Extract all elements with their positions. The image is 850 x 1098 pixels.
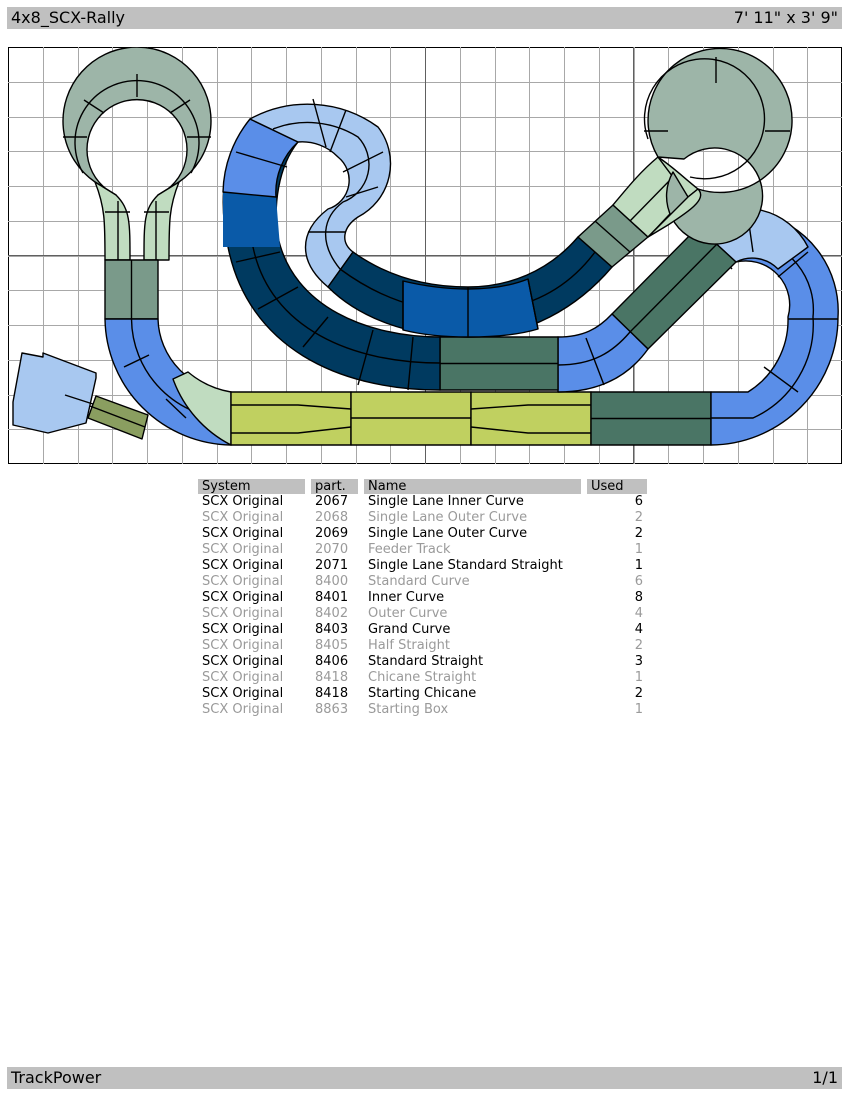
cell-name: Starting Chicane (368, 686, 477, 701)
cell-part: 8418 (315, 670, 349, 685)
cell-system: SCX Original (202, 510, 284, 525)
column-header-name: Name (364, 479, 581, 494)
table-row: SCX Original 8403 Grand Curve 4 (198, 622, 647, 638)
cell-system: SCX Original (202, 638, 284, 653)
cell-part: 2067 (315, 494, 349, 509)
cell-name: Single Lane Outer Curve (368, 526, 528, 541)
cell-system: SCX Original (202, 590, 284, 605)
cell-system: SCX Original (202, 526, 284, 541)
inner-hairpin (249, 98, 392, 288)
cell-part: 2069 (315, 526, 349, 541)
table-row: SCX Original 2067 Single Lane Inner Curve 6 (198, 494, 647, 510)
page-number: 1/1 (812, 1068, 838, 1087)
cell-used: 8 (634, 590, 643, 605)
cell-system: SCX Original (202, 622, 284, 637)
cell-system: SCX Original (202, 670, 284, 685)
cell-name: Inner Curve (368, 590, 445, 605)
cell-used: 6 (634, 574, 643, 589)
cell-used: 1 (634, 670, 643, 685)
big-s-curve (222, 118, 441, 391)
cell-part: 8863 (315, 702, 349, 717)
cell-used: 4 (634, 622, 643, 637)
track-pieces (12, 47, 839, 446)
table-row: SCX Original 8401 Inner Curve 8 (198, 590, 647, 606)
cell-used: 1 (634, 702, 643, 717)
table-row: SCX Original 8405 Half Straight 2 (198, 638, 647, 654)
layout-size: 7' 11" x 3' 9" (733, 8, 838, 27)
upper-diagonal (577, 156, 699, 268)
cell-part: 8418 (315, 686, 349, 701)
starting-box (12, 352, 149, 440)
cell-system: SCX Original (202, 654, 284, 669)
cell-name: Starting Box (368, 702, 449, 717)
middle-straight (439, 336, 559, 391)
left-down-straight (104, 259, 159, 320)
layout-title: 4x8_SCX-Rally (11, 8, 126, 27)
cell-system: SCX Original (202, 702, 284, 717)
parts-list-header: System part. Name Used (198, 479, 647, 494)
track-layout-plan (8, 47, 842, 464)
cell-part: 2068 (315, 510, 349, 525)
left-loop (62, 47, 212, 261)
cell-system: SCX Original (202, 686, 284, 701)
left-lower-curve (104, 318, 232, 446)
cell-used: 2 (634, 686, 643, 701)
cell-part: 8405 (315, 638, 349, 653)
cell-used: 3 (634, 654, 643, 669)
footer-bar: TrackPower 1/1 (7, 1067, 842, 1089)
cell-name: Outer Curve (368, 606, 448, 621)
cell-part: 8400 (315, 574, 349, 589)
cell-used: 2 (634, 638, 643, 653)
bottom-chicane (230, 391, 592, 446)
column-header-system: System (198, 479, 305, 494)
cell-part: 8406 (315, 654, 349, 669)
cell-name: Single Lane Inner Curve (368, 494, 524, 509)
column-header-part: part. (311, 479, 358, 494)
table-row: SCX Original 2071 Single Lane Standard Str… (198, 558, 647, 574)
cell-system: SCX Original (202, 494, 284, 509)
table-row: SCX Original 2070 Feeder Track 1 (198, 542, 647, 558)
table-row: SCX Original 8402 Outer Curve 4 (198, 606, 647, 622)
cell-used: 2 (634, 526, 643, 541)
cell-name: Single Lane Outer Curve (368, 510, 528, 525)
cell-system: SCX Original (202, 542, 284, 557)
cell-name: Chicane Straight (368, 670, 477, 685)
cell-part: 2070 (315, 542, 349, 557)
bottom-straight (590, 391, 712, 446)
cell-system: SCX Original (202, 574, 284, 589)
cell-part: 2071 (315, 558, 349, 573)
cell-system: SCX Original (202, 606, 284, 621)
cell-used: 1 (634, 542, 643, 557)
table-row: SCX Original 8400 Standard Curve 6 (198, 574, 647, 590)
cell-part: 8402 (315, 606, 349, 621)
parts-list-body: SCX Original 2067 Single Lane Inner Curve 6… (198, 494, 647, 718)
cell-used: 2 (634, 510, 643, 525)
cell-name: Standard Curve (368, 574, 470, 589)
upper-arc (327, 236, 613, 338)
right-loop (643, 47, 793, 245)
right-diagonal (557, 226, 737, 393)
table-row: SCX Original 2069 Single Lane Outer Curve 2 (198, 526, 647, 542)
table-row: SCX Original 8418 Chicane Straight 1 (198, 670, 647, 686)
table-row: SCX Original 8863 Starting Box 1 (198, 702, 647, 718)
table-row: SCX Original 8418 Starting Chicane 2 (198, 686, 647, 702)
table-row: SCX Original 8406 Standard Straight 3 (198, 654, 647, 670)
cell-name: Grand Curve (368, 622, 451, 637)
column-header-used: Used (587, 479, 647, 494)
cell-used: 1 (634, 558, 643, 573)
table-row: SCX Original 2068 Single Lane Outer Curve 2 (198, 510, 647, 526)
app-name: TrackPower (11, 1068, 102, 1087)
cell-part: 8403 (315, 622, 349, 637)
header-bar: 4x8_SCX-Rally 7' 11" x 3' 9" (7, 7, 842, 29)
cell-name: Standard Straight (368, 654, 484, 669)
cell-used: 4 (634, 606, 643, 621)
cell-part: 8401 (315, 590, 349, 605)
cell-name: Feeder Track (368, 542, 451, 557)
cell-name: Half Straight (368, 638, 450, 653)
cell-name: Single Lane Standard Straight (368, 558, 563, 573)
cell-used: 6 (634, 494, 643, 509)
cell-system: SCX Original (202, 558, 284, 573)
